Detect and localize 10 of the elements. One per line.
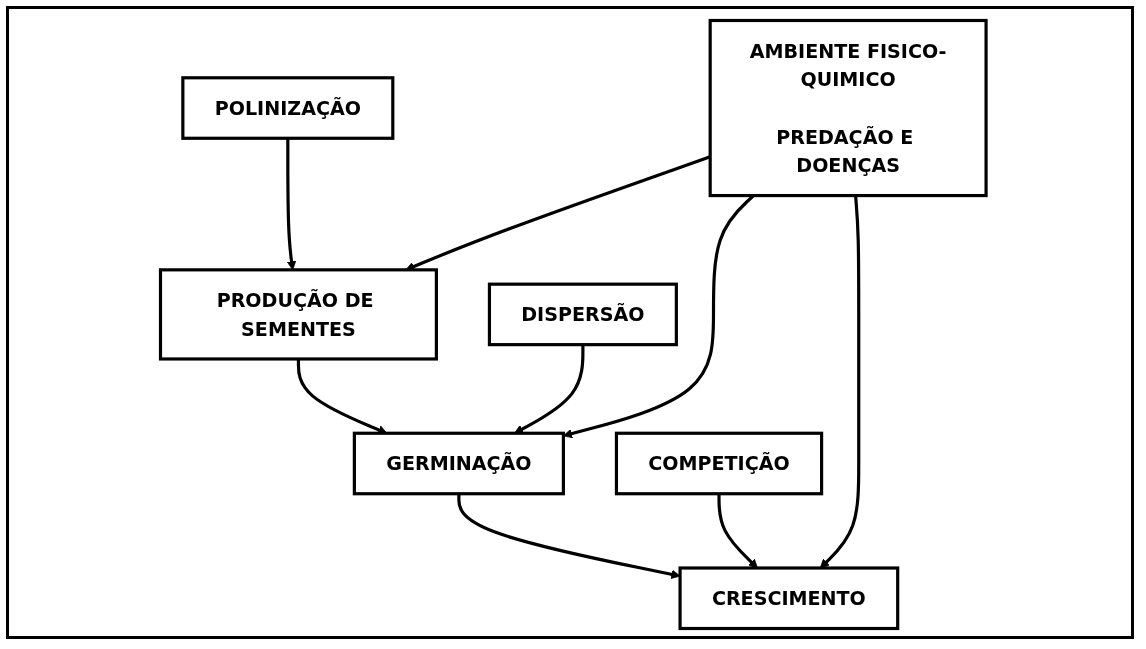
node-box: DISPERSÃO <box>487 282 678 347</box>
node-box: PRODUÇÃO DE SEMENTES <box>158 268 438 361</box>
node-box: AMBIENTE FISICO-QUIMICO PREDAÇÃO E DOENÇAS <box>708 18 988 198</box>
arrow <box>513 344 585 434</box>
arrow <box>819 195 861 569</box>
node-box: POLINIZAÇÃO <box>181 76 395 140</box>
node-box: COMPETIÇÃO <box>614 431 823 496</box>
node-box: CRESCIMENTO <box>678 566 899 631</box>
arrow <box>717 493 758 569</box>
node-box: GERMINAÇÃO <box>352 431 565 496</box>
